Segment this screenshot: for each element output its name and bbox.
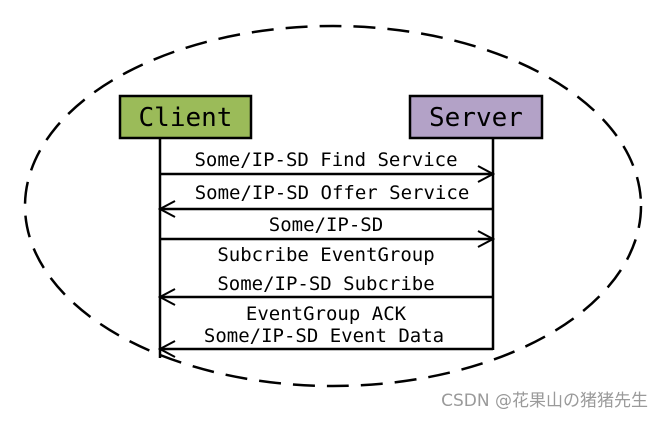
client-label: Client [139,103,233,133]
message-offer-service: Some/IP-SD Offer Service [160,182,493,209]
client-actor: Client [118,94,253,140]
message-find-service: Some/IP-SD Find Service [160,149,493,174]
message-subscribe-ack: Some/IP-SD Subcribe EventGroup ACK [160,273,493,325]
server-label: Server [429,103,523,133]
boundary-ellipse [23,24,643,388]
watermark-text: CSDN @花果山の猪猪先生 [441,391,648,411]
message-label-line2: Subcribe EventGroup [217,244,434,266]
message-label: Some/IP-SD [269,214,383,236]
message-label: Some/IP-SD Offer Service [195,182,470,204]
message-label-line2: EventGroup ACK [246,303,407,325]
message-label: Some/IP-SD Subcribe [217,273,434,295]
message-label: Some/IP-SD Event Data [204,325,444,347]
server-actor: Server [408,94,544,140]
message-event-data: Some/IP-SD Event Data [160,325,493,349]
message-subscribe-eventgroup: Some/IP-SD Subcribe EventGroup [160,214,493,266]
message-label: Some/IP-SD Find Service [194,149,457,171]
